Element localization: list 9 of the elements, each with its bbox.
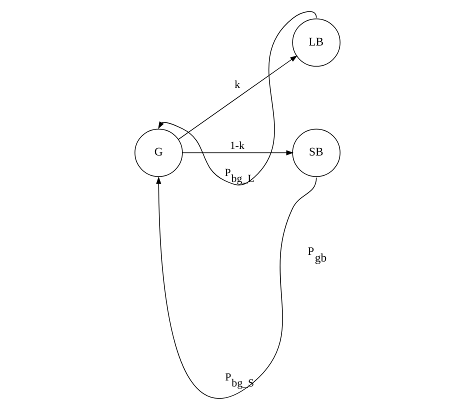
- node-circle: LB: [292, 18, 340, 67]
- arrow: [158, 11, 316, 186]
- arrow: [156, 176, 316, 399]
- edge-label: k: [234, 78, 240, 91]
- arrow: [182, 150, 294, 156]
- node-circle: G: [134, 128, 182, 177]
- arrow: [178, 55, 297, 140]
- edge-label: 1-k: [229, 140, 244, 152]
- node-circle: SB: [292, 128, 340, 177]
